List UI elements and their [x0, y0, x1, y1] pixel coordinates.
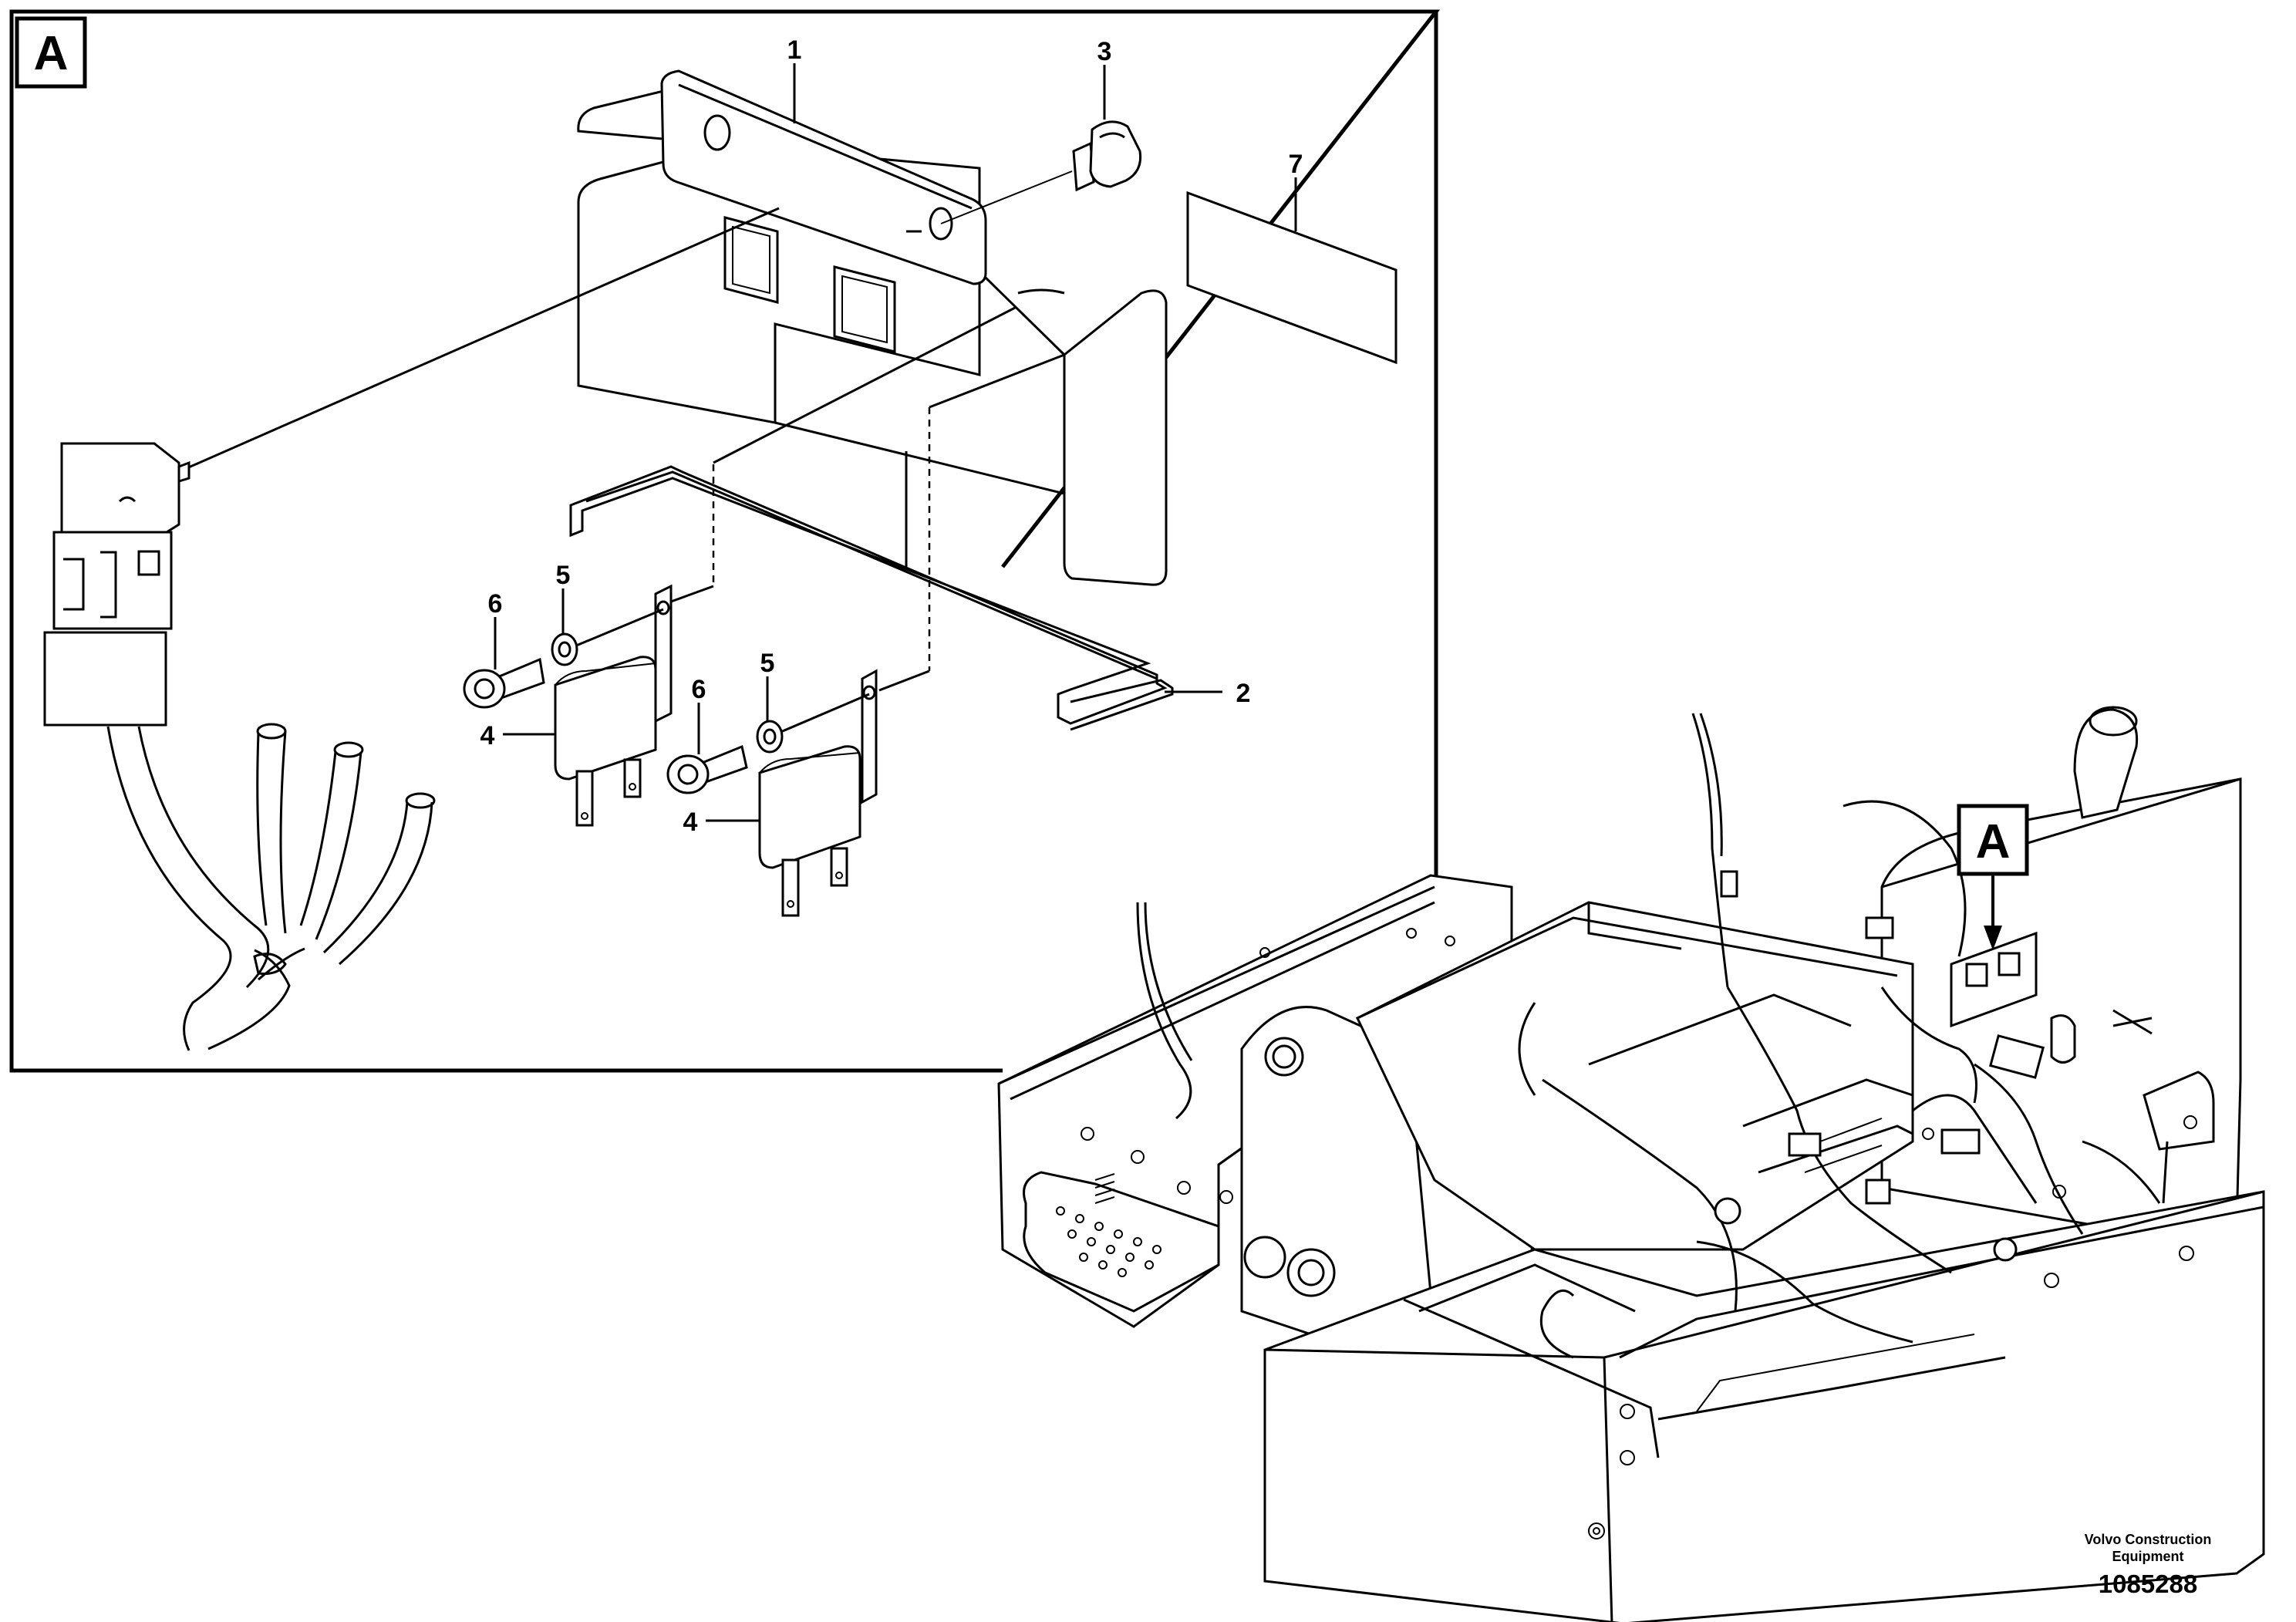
- wire-bundle: [106, 723, 436, 1051]
- callout-4-lower: 4: [683, 808, 760, 837]
- callout-1: 1: [787, 35, 802, 123]
- edge-protection-part-2: [569, 465, 1174, 731]
- relay-part-4-lower: [666, 669, 878, 917]
- label-part-7: [1186, 191, 1397, 365]
- svg-text:3: 3: [1097, 37, 1112, 66]
- svg-text:6: 6: [488, 589, 503, 619]
- publisher-footer: Volvo Construction Equipment 1085288: [2048, 1531, 2248, 1599]
- callout-2: 2: [1165, 679, 1250, 708]
- brand-line-2: Equipment: [2112, 1549, 2184, 1564]
- callout-7: 7: [1289, 150, 1303, 231]
- callout-3: 3: [1097, 37, 1112, 120]
- machine-frame: [997, 706, 2265, 1622]
- svg-text:6: 6: [692, 675, 706, 704]
- detail-view-letter: A: [34, 27, 69, 80]
- callout-6-lower: 6: [692, 675, 706, 754]
- detail-view-frame: [9, 9, 1441, 1073]
- svg-text:A: A: [1976, 815, 2011, 868]
- frame-bolts: [1081, 928, 2197, 1539]
- svg-text:5: 5: [556, 561, 571, 590]
- callout-4-upper: 4: [480, 721, 555, 750]
- detail-view-letter-box: [15, 16, 87, 89]
- svg-text:4: 4: [683, 808, 698, 837]
- callout-5-upper: 5: [556, 561, 571, 634]
- svg-text:2: 2: [1236, 679, 1251, 708]
- step-holes: [1056, 1206, 1161, 1277]
- bracket-part-1: [577, 69, 1168, 586]
- switch-connector: [43, 207, 780, 727]
- svg-text:7: 7: [1289, 150, 1303, 179]
- relay-part-4-upper: [463, 584, 673, 827]
- callout-6-upper: 6: [488, 589, 503, 669]
- brand-line-1: Volvo Construction: [2084, 1532, 2212, 1547]
- svg-text:1: 1: [787, 35, 802, 65]
- callout-5-lower: 5: [760, 649, 775, 721]
- detail-a-pointer: A: [1957, 804, 2029, 950]
- document-number: 1085288: [2098, 1570, 2198, 1598]
- svg-text:5: 5: [760, 649, 775, 678]
- vent-slots: [1094, 1173, 1115, 1204]
- screw-part-3: [940, 120, 1142, 224]
- svg-text:4: 4: [480, 721, 495, 750]
